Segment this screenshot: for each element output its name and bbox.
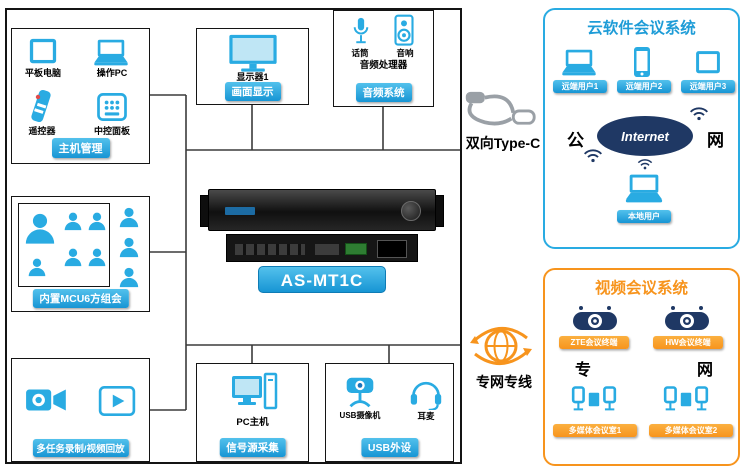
remote-user2-phone-icon — [634, 47, 650, 77]
mcu-conference-grid — [18, 203, 110, 287]
person-icon — [119, 207, 139, 228]
meeting-room1-badge: 多媒体会议室1 — [553, 424, 637, 437]
pc-host-label: PC主机 — [236, 417, 269, 428]
person-icon — [88, 248, 106, 267]
person-icon — [64, 212, 82, 231]
signal-source-badge: 信号源采集 — [219, 438, 286, 457]
control-panel-icon — [97, 93, 127, 121]
remote-user2-badge: 远端用户2 — [617, 80, 671, 93]
zte-terminal-badge: ZTE会议终端 — [559, 336, 629, 349]
typec-link-label: 双向Type-C — [465, 135, 541, 151]
private-network-label: 专 — [575, 362, 592, 379]
rack-ear-right — [435, 195, 444, 227]
wifi-icon — [690, 107, 708, 121]
meeting-room2-icon — [663, 386, 709, 411]
typec-cable-icon — [465, 91, 536, 126]
microphone-icon — [353, 17, 369, 44]
remote-user3-badge: 远端用户3 — [681, 80, 735, 93]
rear-ports-2 — [315, 244, 339, 255]
microphone-label: 话筒 — [351, 48, 369, 58]
audio-processor-label: 音频处理器 — [359, 60, 408, 71]
cloud-conference-panel: 云软件会议系统 远端用户1 远端用户2 远端用户3 公 Internet 网 — [543, 8, 740, 249]
public-network-label: 公 — [567, 131, 584, 150]
tablet-icon — [29, 38, 57, 64]
remote-user1-laptop-icon — [562, 49, 596, 76]
display-box: 显示器1 画面显示 — [196, 28, 309, 105]
person-icon — [119, 237, 139, 258]
hw-terminal-badge: HW会议终端 — [653, 336, 723, 349]
video-panel-title: 视频会议系统 — [594, 280, 688, 297]
rear-power-socket — [377, 240, 407, 258]
remote-label: 遥控器 — [28, 126, 56, 136]
person-icon — [119, 267, 139, 288]
remote-control-icon — [31, 89, 51, 123]
headset-label: 耳麦 — [417, 411, 435, 421]
audio-system-badge: 音频系统 — [355, 83, 412, 102]
control-panel-label: 中控面板 — [93, 126, 130, 136]
video-net-label: 网 — [697, 362, 714, 379]
main-system-box — [5, 8, 462, 464]
device-knob — [401, 201, 421, 221]
rear-ports — [235, 244, 305, 255]
usb-camera-label: USB摄像机 — [339, 411, 381, 420]
headset-icon — [410, 381, 442, 410]
usb-camera-icon — [346, 377, 374, 408]
device-model-badge: AS-MT1C — [258, 266, 386, 293]
local-user-laptop-icon — [625, 174, 663, 203]
usb-peripherals-badge: USB外设 — [360, 438, 419, 457]
person-icon — [64, 248, 82, 267]
wifi-icon — [637, 159, 653, 170]
usb-peripherals-box: USB摄像机 耳麦 USB外设 — [325, 363, 454, 462]
video-conference-panel: 视频会议系统 ZTE会议终端 HW会议终端 专 网 多媒体会议室1 — [543, 268, 740, 466]
audio-system-box: 话筒 音响 音频处理器 音频系统 — [333, 10, 434, 107]
host-management-box: 平板电脑 操作PC 遥控器 中控面板 主机管理 — [11, 28, 150, 164]
meeting-room2-badge: 多媒体会议室2 — [649, 424, 733, 437]
cloud-net-label: 网 — [707, 131, 724, 150]
internet-cloud: Internet — [597, 116, 693, 156]
device-rear-panel — [226, 234, 418, 262]
remote-user1-badge: 远端用户1 — [553, 80, 607, 93]
dedicated-network-label: 专网专线 — [476, 374, 532, 390]
record-playback-box: 多任务录制/视频回放 — [11, 358, 150, 462]
monitor-icon — [229, 34, 277, 72]
dedicated-network-icon — [470, 327, 532, 365]
wifi-icon — [584, 149, 602, 163]
signal-source-box: PC主机 信号源采集 — [196, 363, 309, 462]
device-front-panel — [200, 189, 444, 231]
camcorder-icon — [26, 389, 66, 411]
host-management-badge: 主机管理 — [51, 138, 110, 158]
tablet-label: 平板电脑 — [24, 68, 61, 78]
playback-icon — [98, 385, 136, 417]
remote-user3-tablet-icon — [696, 51, 720, 74]
speaker-label: 音响 — [396, 48, 414, 58]
record-playback-badge: 多任务录制/视频回放 — [32, 439, 129, 457]
person-icon — [28, 258, 46, 277]
speaker-icon — [394, 14, 414, 46]
rack-ear-left — [200, 195, 209, 227]
person-icon — [25, 213, 55, 244]
zte-terminal-icon — [573, 306, 617, 330]
mcu-badge: 内置MCU6方组会 — [32, 289, 129, 308]
device-logo — [225, 207, 255, 215]
cloud-panel-title: 云软件会议系统 — [587, 20, 696, 37]
mcu-box: 内置MCU6方组会 — [11, 196, 150, 312]
person-icon — [88, 212, 106, 231]
laptop-icon — [94, 39, 128, 66]
meeting-room1-icon — [571, 386, 617, 411]
pc-host-icon — [232, 372, 278, 410]
local-user-badge: 本地用户 — [617, 210, 671, 223]
display-badge: 画面显示 — [224, 82, 281, 101]
pc-label: 操作PC — [96, 68, 128, 78]
rear-terminal-block — [345, 243, 367, 255]
hw-terminal-icon — [665, 306, 709, 330]
monitor-label: 显示器1 — [236, 72, 269, 82]
